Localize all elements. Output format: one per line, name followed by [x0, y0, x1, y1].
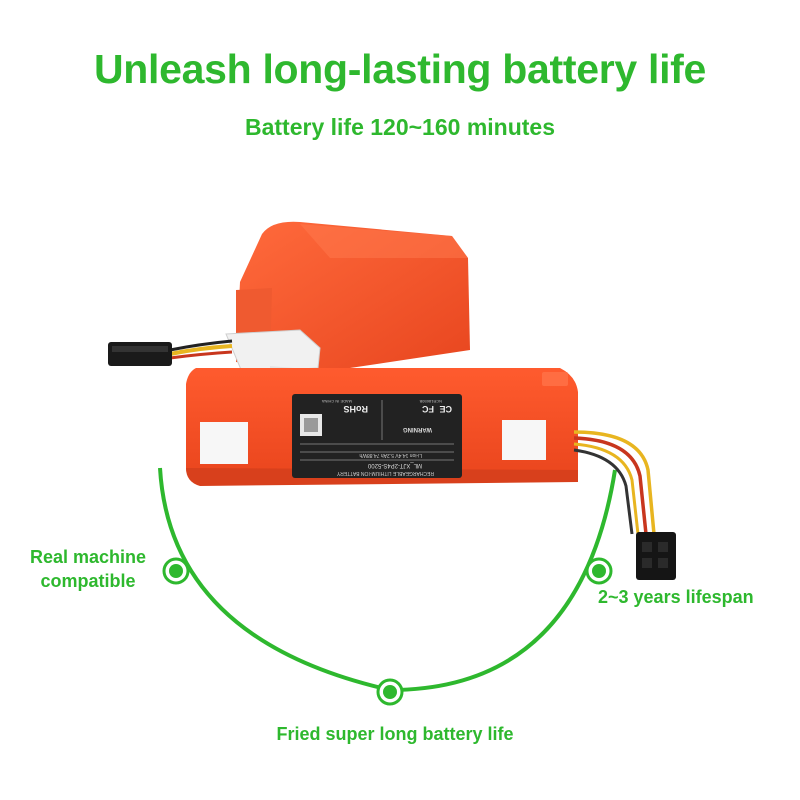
battery-label: RoHS FC CE WARNING ML_XJT-2P4S-5200 Li-i… [292, 394, 462, 478]
right-wire-connector [573, 430, 676, 580]
label-warning: WARNING [403, 426, 432, 432]
battery-cover [225, 221, 470, 382]
subheadline: Battery life 120~160 minutes [244, 114, 556, 140]
right-contact-pad [502, 420, 546, 460]
marker-right [585, 557, 613, 585]
feature-real-machine-compatible: Real machine compatible [0, 545, 176, 593]
label-spec: Li-ion 14.4V 5.2Ah 74.88Wh [359, 452, 422, 458]
headline: Unleash long-lasting battery life [93, 46, 707, 92]
label-ce: CE [439, 404, 452, 414]
marker-bottom [376, 678, 404, 706]
label-model: ML_XJT-2P4S-5200 [367, 462, 422, 468]
label-rohs: RoHS [344, 404, 369, 414]
left-contact-pad [200, 422, 248, 464]
feature-long-battery-life: Fried super long battery life [276, 724, 514, 744]
label-cells: NCR18650B [419, 399, 442, 404]
marker-left [162, 557, 190, 585]
feature-left-line1: Real machine [29, 547, 147, 567]
label-fc: FC [422, 404, 434, 414]
feature-lifespan: 2~3 years lifespan [598, 587, 754, 607]
left-wire-connector [108, 339, 233, 366]
label-rechargeable: RECHARGEABLE LITHIUM-ION BATTERY [336, 470, 434, 476]
label-made-in: MADE IN CHINA [321, 399, 352, 404]
feature-arc [158, 467, 617, 693]
feature-left-line2: compatible [40, 571, 136, 591]
